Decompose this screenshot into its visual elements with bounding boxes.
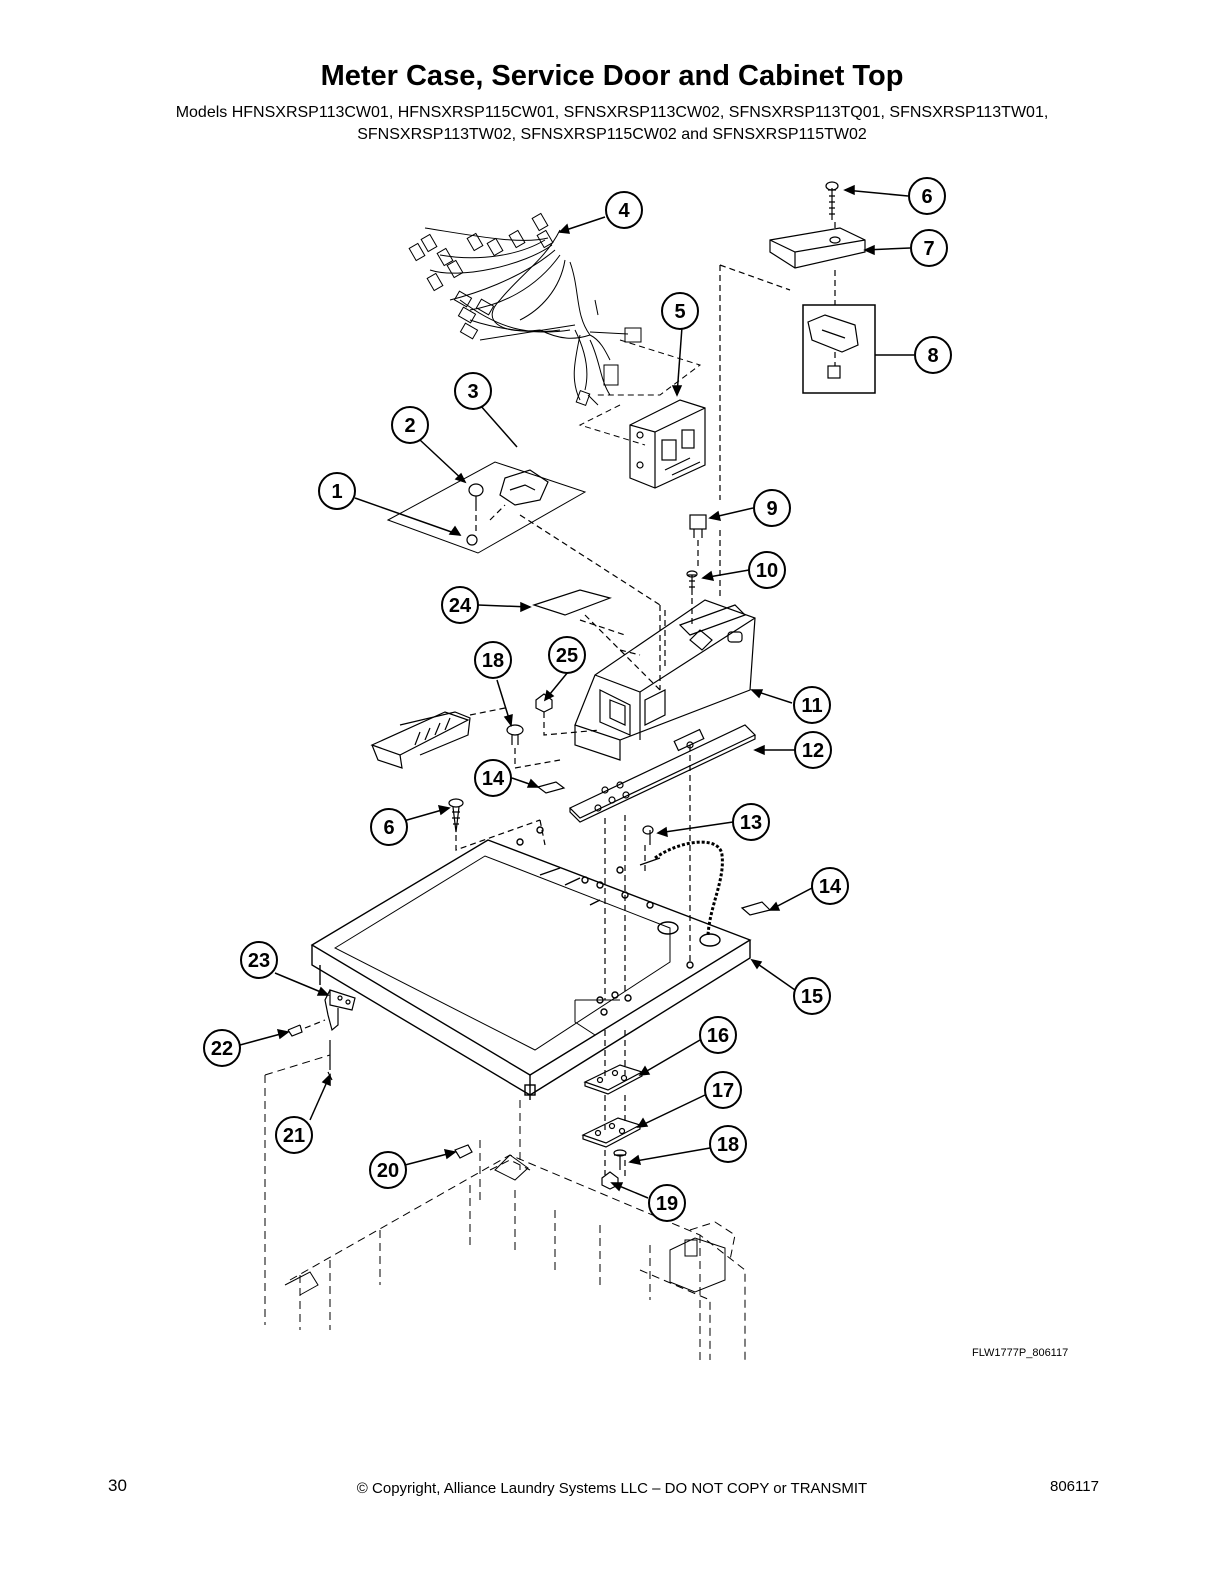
callout-6-lower: 6 <box>370 808 408 846</box>
models-line-1: Models HFNSXRSP113CW01, HFNSXRSP115CW01,… <box>175 104 1049 121</box>
svg-text:3: 3 <box>467 381 478 403</box>
svg-text:11: 11 <box>801 695 822 717</box>
svg-text:6: 6 <box>921 186 932 208</box>
document-number: 806117 <box>1050 1478 1099 1495</box>
clip-drawing <box>807 314 859 379</box>
svg-text:5: 5 <box>674 301 685 323</box>
svg-text:7: 7 <box>923 238 934 260</box>
callout-21: 21 <box>275 1116 313 1154</box>
callout-15: 15 <box>793 977 831 1015</box>
models-line-2: SFNSXRSP113TW02, SFNSXRSP115CW02 and SFN… <box>357 126 867 143</box>
callout-20: 20 <box>369 1151 407 1189</box>
screw-6-lower-drawing <box>448 798 464 833</box>
callout-10: 10 <box>748 551 786 589</box>
coin-slide-drawing <box>370 711 471 769</box>
callout-7: 7 <box>910 229 948 267</box>
switch-drawing <box>686 514 707 595</box>
callout-17: 17 <box>704 1071 742 1109</box>
mounting-plate-drawing <box>568 724 757 823</box>
callout-24: 24 <box>441 586 479 624</box>
callout-3: 3 <box>454 372 492 410</box>
callout-8: 8 <box>914 336 952 374</box>
page-number: 30 <box>108 1476 127 1495</box>
callout-13: 13 <box>732 803 770 841</box>
latch-assembly-drawing <box>386 461 587 554</box>
copyright-notice: © Copyright, Alliance Laundry Systems LL… <box>356 1480 868 1497</box>
lower-cabinet-solid-drawing <box>284 1154 726 1296</box>
callout-5: 5 <box>661 292 699 330</box>
svg-text:14: 14 <box>819 876 842 898</box>
hinge-drawing <box>287 989 356 1081</box>
svg-text:17: 17 <box>712 1080 734 1102</box>
drawing-code: FLW1777P_806117 <box>972 1347 1069 1359</box>
ground-wire-drawing <box>639 825 724 936</box>
svg-text:20: 20 <box>377 1160 399 1182</box>
page-title: Meter Case, Service Door and Cabinet Top <box>320 60 904 92</box>
bolt-nut-drawing <box>506 693 553 745</box>
model-list: Models HFNSXRSP113CW01, HFNSXRSP115CW01,… <box>0 102 1224 146</box>
wire-harness-drawing <box>408 212 642 406</box>
service-door-cover-drawing <box>769 181 866 269</box>
lower-cabinet-drawing <box>264 1054 746 1360</box>
leader-lines <box>239 184 914 1199</box>
svg-text:9: 9 <box>766 498 777 520</box>
svg-text:4: 4 <box>618 200 630 222</box>
svg-text:15: 15 <box>801 986 823 1008</box>
callout-19: 19 <box>648 1184 686 1222</box>
svg-text:21: 21 <box>283 1125 305 1147</box>
callout-9: 9 <box>753 489 791 527</box>
callout-12: 12 <box>794 731 832 769</box>
svg-text:8: 8 <box>927 345 938 367</box>
callout-4: 4 <box>605 191 643 229</box>
callout-16: 16 <box>699 1016 737 1054</box>
svg-text:12: 12 <box>802 740 824 762</box>
svg-text:2: 2 <box>404 415 415 437</box>
callout-25: 25 <box>548 636 586 674</box>
svg-text:23: 23 <box>248 950 270 972</box>
svg-text:10: 10 <box>756 560 778 582</box>
svg-text:24: 24 <box>449 595 472 617</box>
label-14b-drawing <box>740 901 772 916</box>
callout-18-upper: 18 <box>474 641 512 679</box>
svg-text:1: 1 <box>331 481 342 503</box>
svg-text:6: 6 <box>383 817 394 839</box>
svg-text:22: 22 <box>211 1038 233 1060</box>
callout-14-left: 14 <box>474 759 512 797</box>
meter-case-housing-drawing <box>574 599 756 761</box>
svg-text:18: 18 <box>482 650 504 672</box>
plates-16-17-drawing <box>581 1064 644 1190</box>
svg-text:13: 13 <box>740 812 762 834</box>
cabinet-top-drawing <box>310 826 752 1100</box>
clip-20-drawing <box>454 1144 473 1159</box>
clip-inset-box <box>802 304 876 394</box>
callout-1: 1 <box>318 472 356 510</box>
svg-text:18: 18 <box>717 1134 739 1156</box>
callout-2: 2 <box>391 406 429 444</box>
label-14a-drawing <box>536 781 566 794</box>
svg-text:19: 19 <box>656 1193 678 1215</box>
callout-23: 23 <box>240 941 278 979</box>
callout-11: 11 <box>793 686 831 724</box>
svg-text:25: 25 <box>556 645 578 667</box>
callout-18-lower: 18 <box>709 1125 747 1163</box>
callout-6-upper: 6 <box>908 177 946 215</box>
svg-text:14: 14 <box>482 768 505 790</box>
callout-22: 22 <box>203 1029 241 1067</box>
meter-case-bracket-drawing <box>629 399 706 489</box>
svg-text:16: 16 <box>707 1025 729 1047</box>
label-24-drawing <box>532 589 612 616</box>
callout-14-right: 14 <box>811 867 849 905</box>
